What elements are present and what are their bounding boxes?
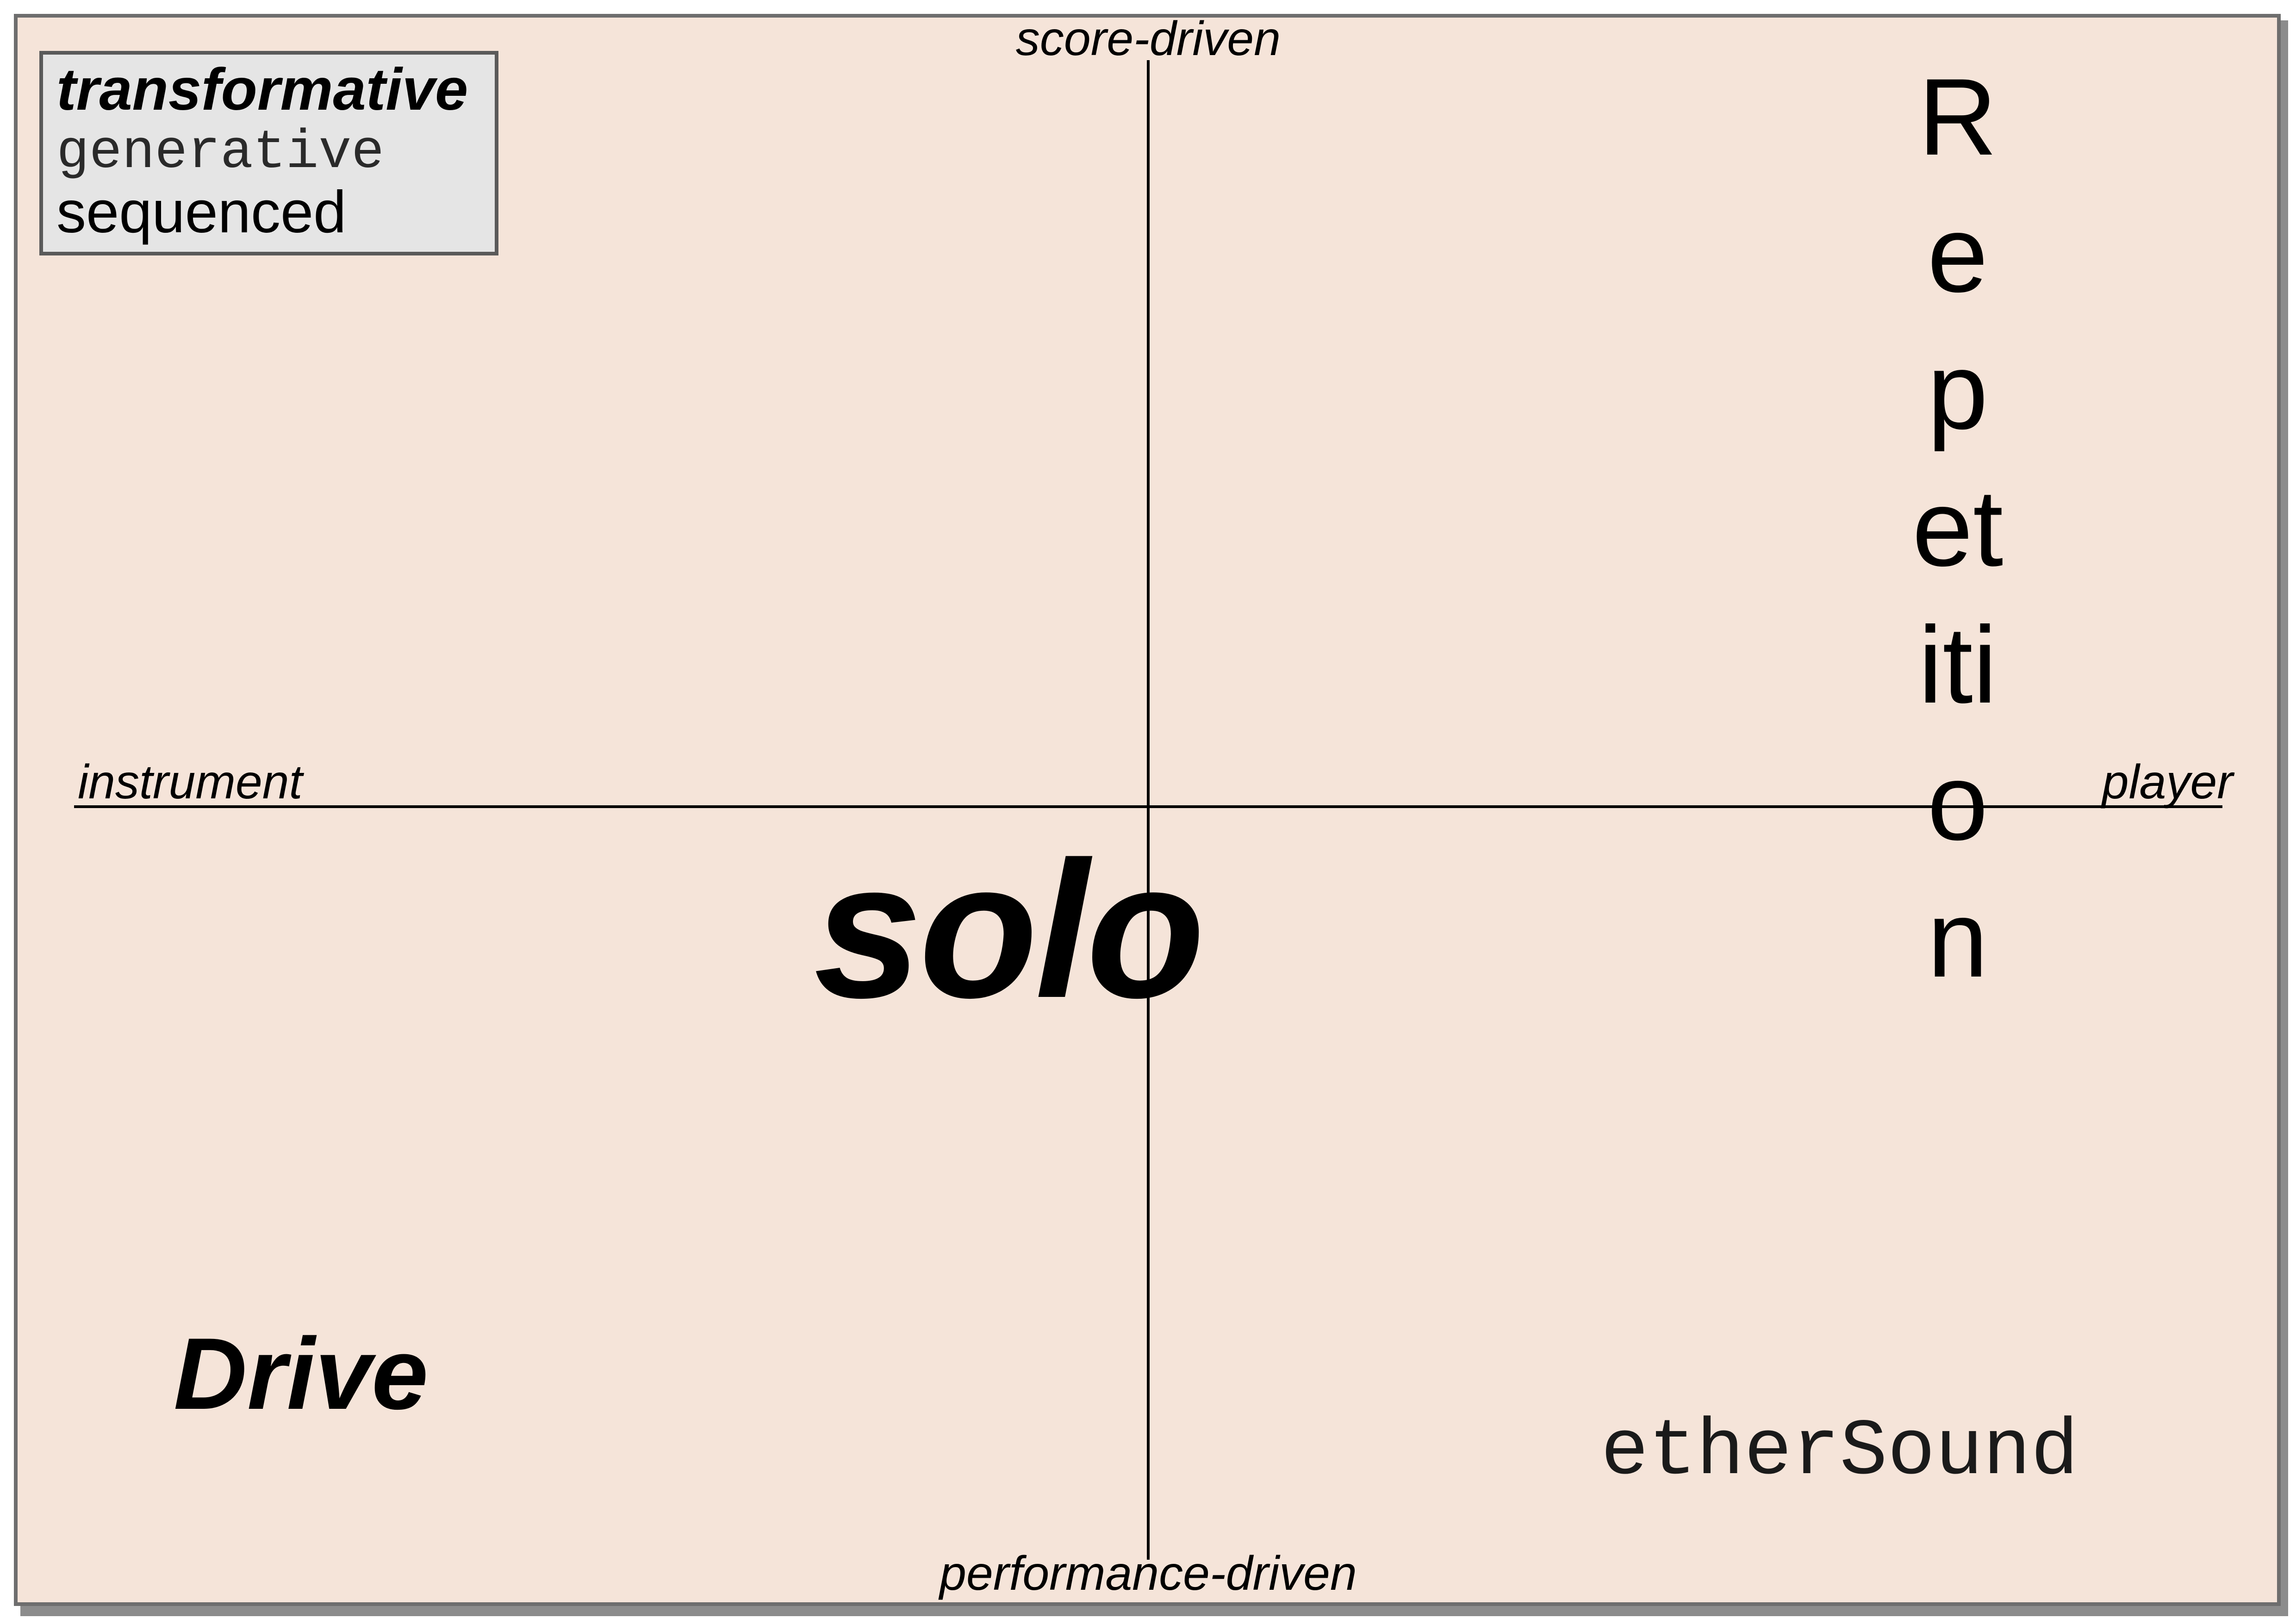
legend-transformative: transformative (56, 56, 468, 123)
vertical-axis (1147, 60, 1150, 1560)
axis-label-player: player (2102, 755, 2233, 809)
work-solo: solo (814, 821, 1205, 1039)
legend-generative: generative (56, 122, 385, 184)
axis-label-instrument: instrument (78, 755, 303, 809)
axis-label-score-driven: score-driven (1015, 12, 1281, 66)
work-ethersound: etherSound (1600, 1407, 2079, 1497)
axis-label-performance-driven: performance-driven (940, 1547, 1357, 1600)
work-drive: Drive (174, 1317, 429, 1431)
work-repetition: Repetition (1912, 56, 2004, 1000)
legend-sequenced: sequenced (56, 179, 347, 245)
legend-box (39, 51, 498, 255)
